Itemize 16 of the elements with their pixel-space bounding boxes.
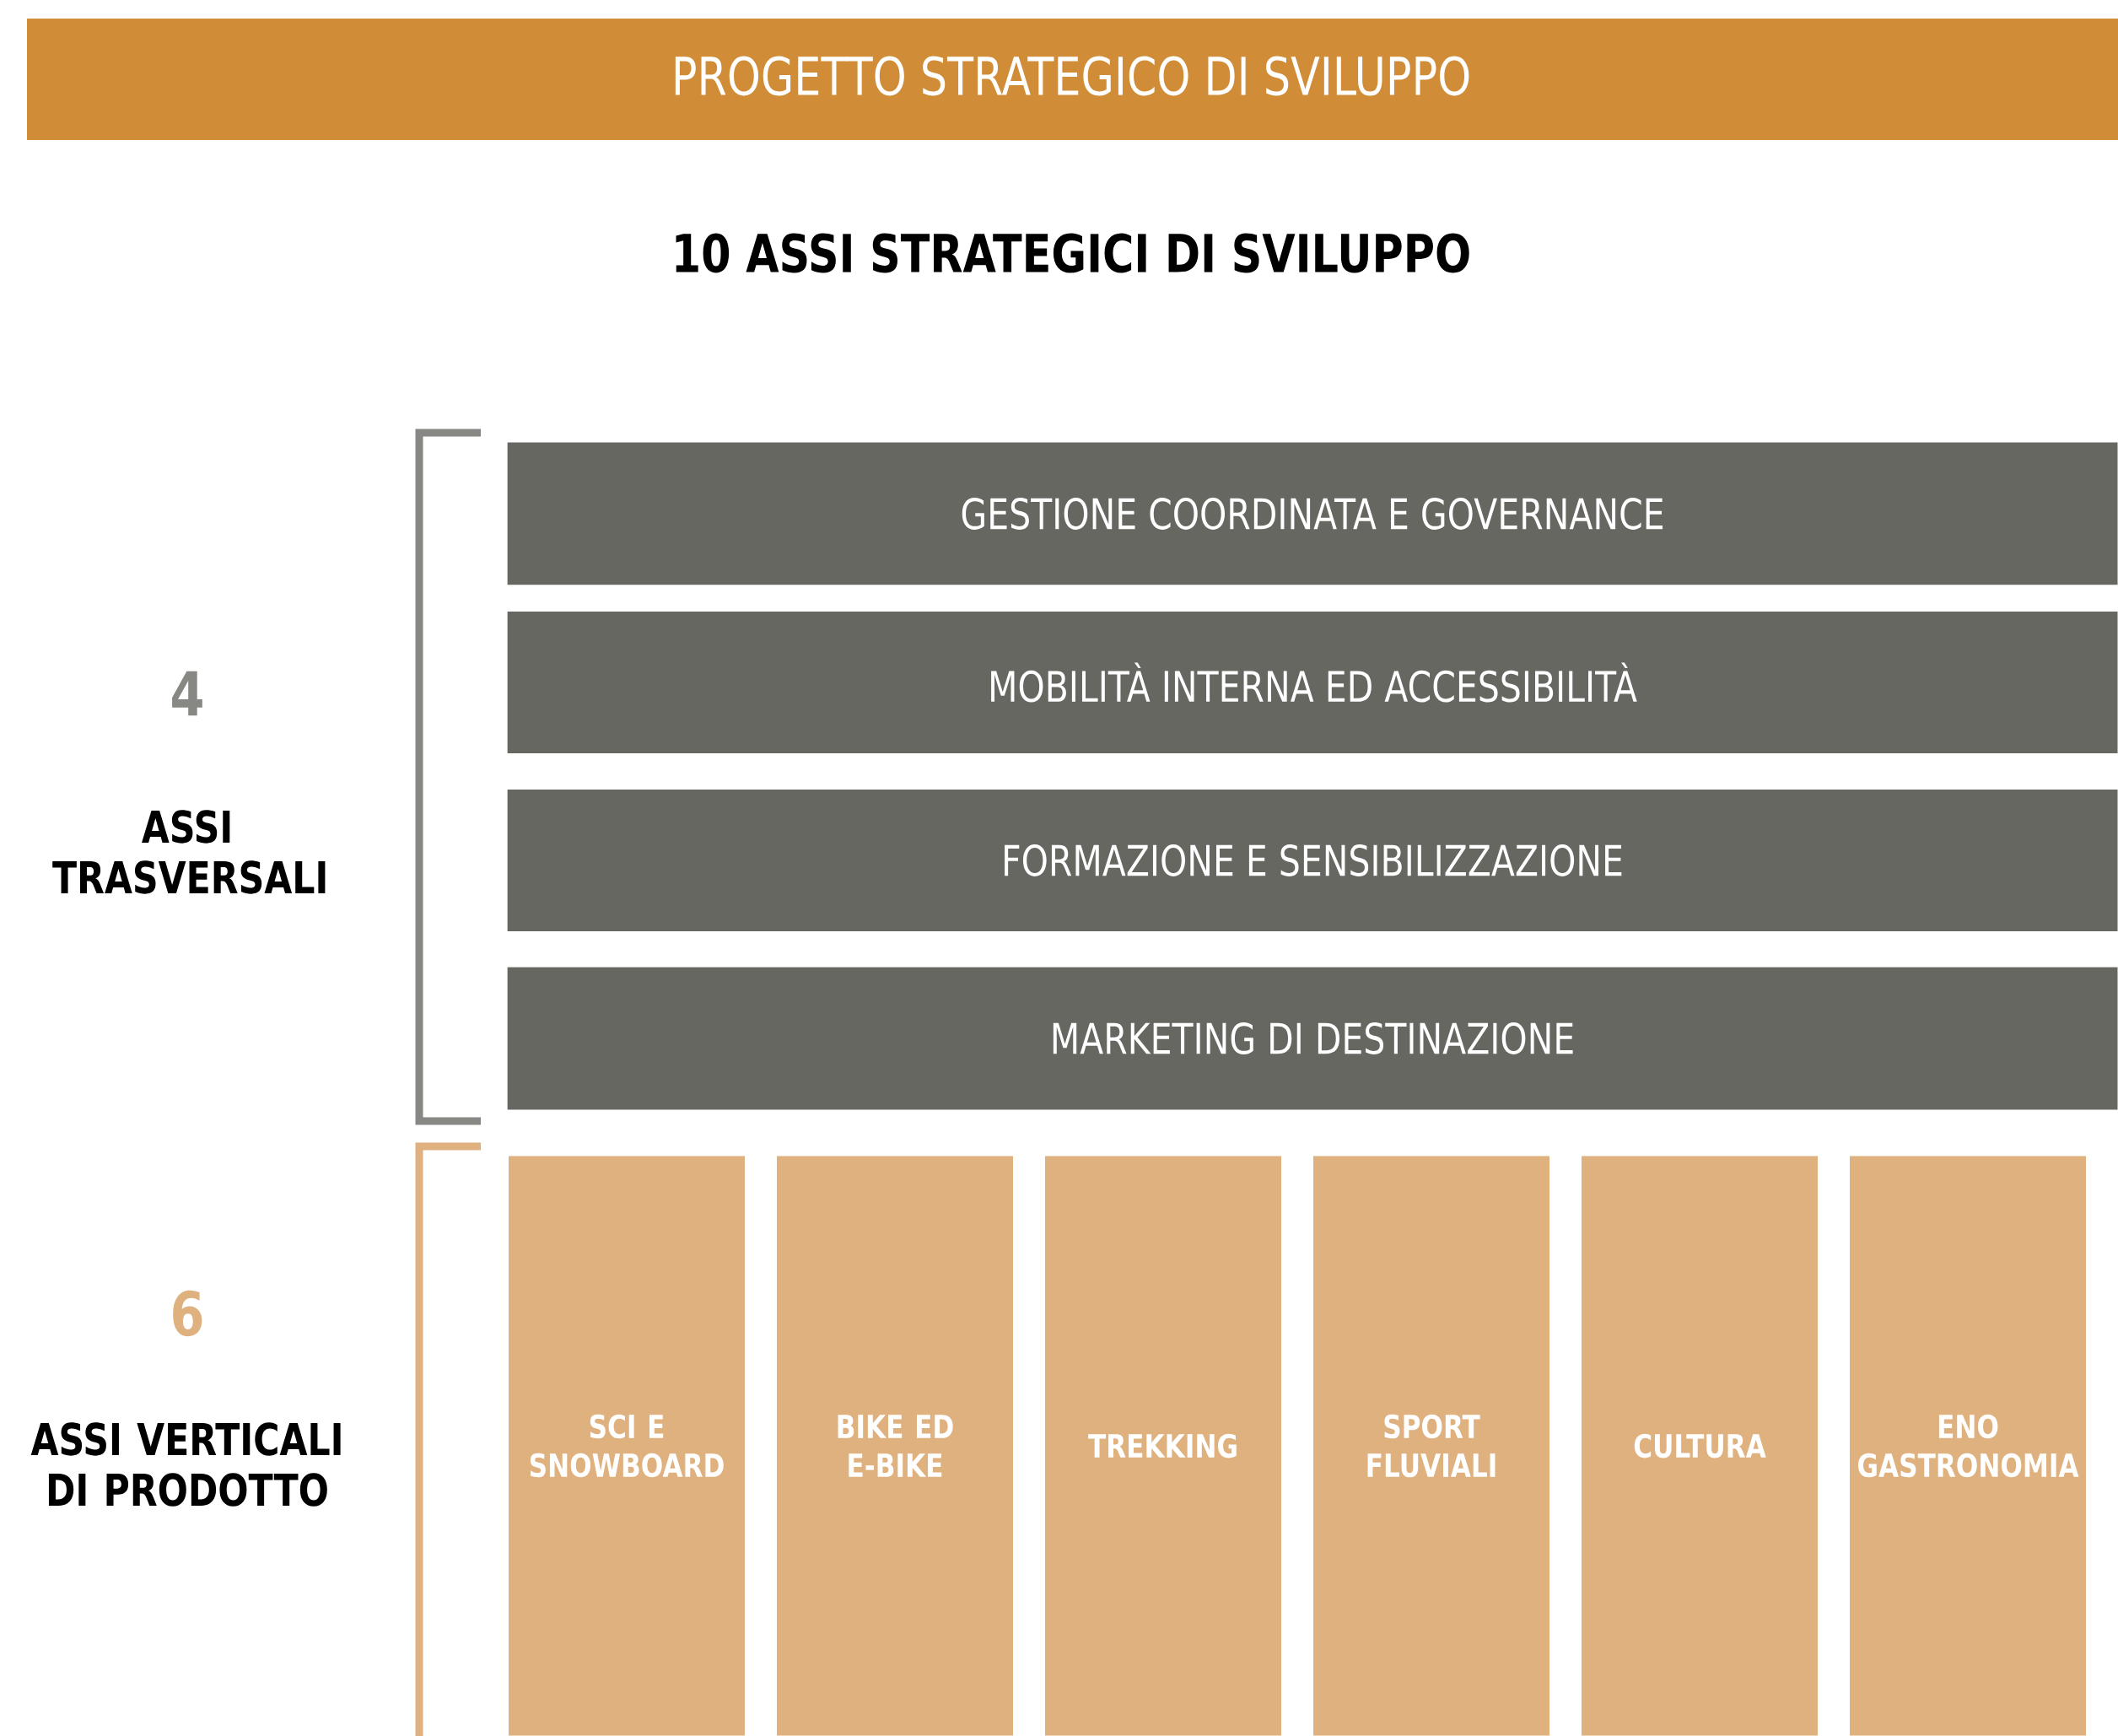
axis-column: BIKE ED E-BIKE <box>777 1156 1013 1736</box>
count-number: 6 <box>173 1290 202 1337</box>
axis-bar: GESTIONE COORDINATA E GOVERNANCE <box>507 442 2118 585</box>
axis-column: CULTURA <box>1582 1156 1818 1736</box>
axis-column: SPORT FLUVIALI <box>1313 1156 1549 1736</box>
subtitle: 10 ASSI STRATEGICI DI SVILUPPO <box>676 233 1469 273</box>
axis-column: ENO GASTRONOMIA <box>1850 1156 2086 1736</box>
count-number: 4 <box>172 671 202 716</box>
axis-column: SCI E SNOWBOARD <box>509 1156 745 1736</box>
title-band: PROGETTO STRATEGICO DI SVILUPPO <box>27 19 2118 140</box>
axis-column: TREKKING <box>1045 1156 1281 1736</box>
axis-bar: FORMAZIONE E SENSIBILIZZAZIONE <box>507 790 2118 931</box>
axis-bar: MARKETING DI DESTINAZIONE <box>507 967 2118 1110</box>
group-label: ASSI TRASVERSALI <box>52 810 326 894</box>
group-label: ASSI VERTICALI DI PRODOTTO <box>30 1422 341 1507</box>
axis-bar: MOBILITÀ INTERNA ED ACCESSIBILITÀ <box>507 612 2118 753</box>
